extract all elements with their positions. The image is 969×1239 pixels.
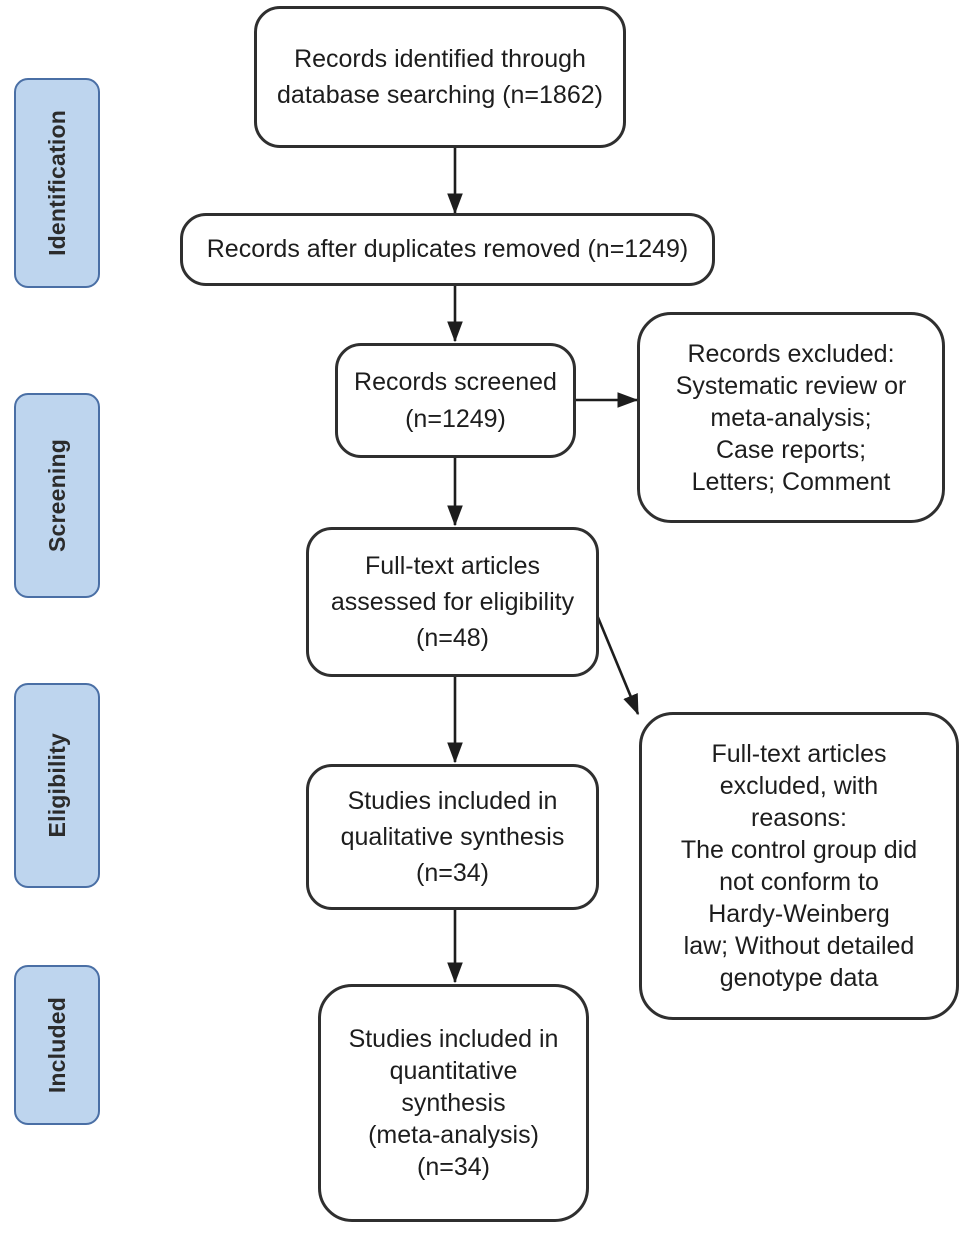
box-fulltext-assessed: Full-text articles assessed for eligibil… — [306, 527, 599, 677]
box-fulltext-excluded-line-4: The control group did — [680, 836, 918, 864]
box-fulltext-excluded-line-1: Full-text articles — [711, 740, 887, 768]
box-quantitative-synthesis: Studies included in quantitative synthes… — [318, 984, 589, 1222]
box-records-screened: Records screened (n=1249) — [335, 343, 576, 458]
box-quantitative-synthesis-line-1: Studies included in — [348, 1025, 559, 1053]
box-quantitative-synthesis-line-4: (meta-analysis) — [368, 1121, 539, 1149]
box-records-screened-line-2: (n=1249) — [405, 404, 506, 433]
stage-identification: Identification — [14, 78, 100, 288]
box-qualitative-synthesis: Studies included in qualitative synthesi… — [306, 764, 599, 910]
box-quantitative-synthesis-line-2: quantitative — [389, 1057, 518, 1085]
box-fulltext-excluded-line-5: not conform to — [719, 868, 879, 896]
box-records-excluded-line-4: Case reports; — [715, 435, 867, 464]
box-records-excluded-line-1: Records excluded: — [687, 339, 895, 368]
stage-screening: Screening — [14, 393, 100, 598]
box-qualitative-synthesis-line-3: (n=34) — [416, 859, 489, 888]
box-fulltext-assessed-line-1: Full-text articles — [364, 551, 541, 580]
box-fulltext-excluded-line-2: excluded, with — [719, 772, 879, 800]
box-records-identified: Records identified through database sear… — [254, 6, 626, 148]
box-quantitative-synthesis-line-5: (n=34) — [417, 1153, 490, 1181]
box-fulltext-excluded-line-8: genotype data — [719, 964, 879, 992]
box-records-excluded-line-2: Systematic review or — [675, 371, 907, 400]
box-records-identified-line-2: database searching (n=1862) — [277, 81, 603, 109]
box-fulltext-excluded-line-3: reasons: — [751, 804, 847, 832]
stage-included: Included — [14, 965, 100, 1125]
box-records-after-duplicates: Records after duplicates removed (n=1249… — [180, 213, 715, 286]
box-records-excluded: Records excluded: Systematic review or m… — [637, 312, 945, 523]
box-records-after-duplicates-line-1: Records after duplicates removed (n=1249… — [206, 235, 689, 264]
stage-eligibility-label: Eligibility — [43, 733, 70, 838]
stage-identification-label: Identification — [43, 110, 70, 256]
box-records-identified-line-1: Records identified through — [294, 44, 586, 73]
box-qualitative-synthesis-line-2: qualitative synthesis — [340, 822, 565, 851]
stage-eligibility: Eligibility — [14, 683, 100, 888]
box-fulltext-excluded: Full-text articles excluded, with reason… — [639, 712, 959, 1020]
box-quantitative-synthesis-line-3: synthesis — [401, 1089, 506, 1117]
box-records-excluded-line-5: Letters; Comment — [691, 467, 891, 496]
box-fulltext-assessed-line-3: (n=48) — [416, 624, 489, 653]
box-fulltext-assessed-line-2: assessed for eligibility — [330, 587, 575, 616]
box-fulltext-excluded-line-6: Hardy-Weinberg — [708, 900, 890, 928]
box-records-screened-line-1: Records screened — [354, 368, 557, 397]
box-records-excluded-line-3: meta-analysis; — [710, 403, 872, 432]
stage-screening-label: Screening — [43, 438, 70, 552]
box-fulltext-excluded-line-7: law; Without detailed — [683, 932, 915, 960]
stage-included-label: Included — [43, 996, 70, 1094]
arrow-fulltext-to-fulltext-excluded — [595, 614, 640, 716]
box-qualitative-synthesis-line-1: Studies included in — [347, 786, 558, 815]
